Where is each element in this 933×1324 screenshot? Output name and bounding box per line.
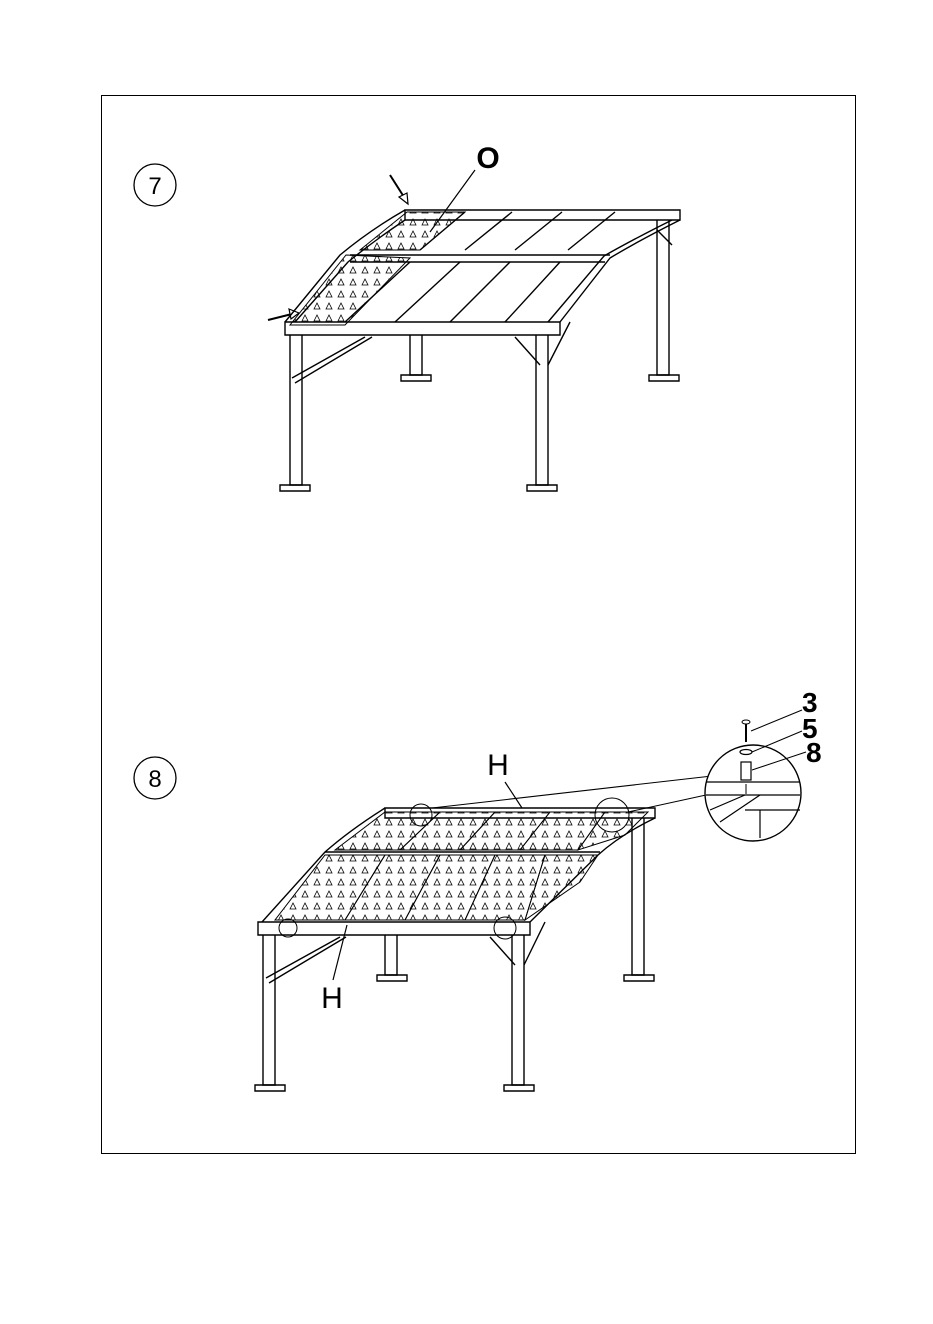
step-7-group: 7 O	[134, 142, 680, 491]
spacer-icon	[741, 762, 751, 780]
hardware-detail-view	[705, 710, 806, 841]
h-bottom-leader-line	[333, 925, 347, 980]
part-label-h-top: H	[487, 749, 509, 782]
detail-label-8: 8	[806, 737, 822, 768]
step-7-number: 7	[148, 173, 161, 200]
roof-panels-step-8	[275, 812, 648, 920]
bolt-icon	[742, 720, 750, 742]
posts-step-7	[280, 220, 679, 491]
roof-panel-installed-1	[290, 255, 410, 325]
step-8-number: 8	[148, 766, 161, 793]
part-label-h-bottom: H	[321, 982, 343, 1015]
roof-panel-installed-2	[360, 212, 465, 250]
h-top-leader-line	[505, 782, 522, 808]
step-8-group: 8 H H	[134, 687, 822, 1091]
part-label-o: O	[476, 142, 499, 175]
arrow-icon-top	[390, 175, 408, 204]
